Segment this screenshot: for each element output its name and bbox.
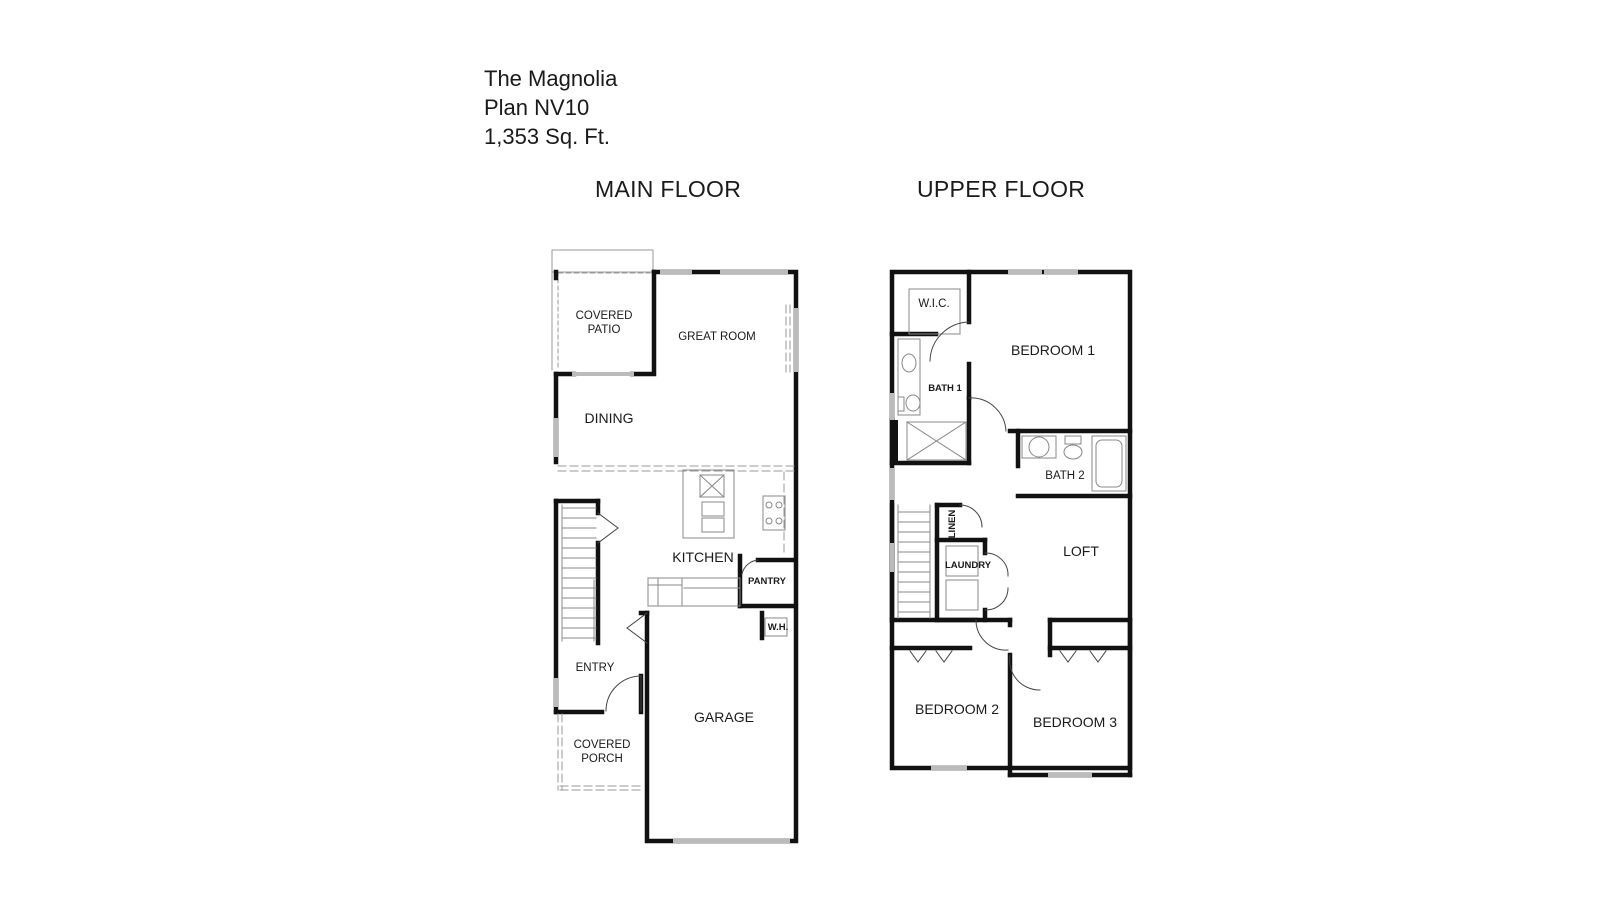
main-floor-doors	[597, 512, 759, 712]
bedroom-2-label: BEDROOM 2	[915, 701, 999, 717]
main-floor-labels: COVERED PATIO GREAT ROOM DINING KITCHEN …	[574, 310, 789, 765]
water-heater-label: W.H.	[768, 622, 789, 633]
upper-floor-fixtures	[897, 288, 1127, 619]
garage-label: GARAGE	[694, 709, 754, 725]
upper-floor-windows	[890, 270, 1092, 777]
main-floor-windows	[554, 270, 798, 843]
plan-name: The Magnolia	[484, 66, 618, 91]
pantry-label: PANTRY	[748, 576, 787, 587]
bedroom-3-label: BEDROOM 3	[1033, 714, 1117, 730]
plan-header: The Magnolia Plan NV10 1,353 Sq. Ft.	[484, 64, 617, 151]
covered-porch-label-1: COVERED	[574, 739, 631, 751]
plan-code: Plan NV10	[484, 95, 590, 120]
kitchen-island	[647, 469, 788, 637]
dining-label: DINING	[585, 410, 634, 426]
main-floor-plan: COVERED PATIO GREAT ROOM DINING KITCHEN …	[551, 249, 799, 844]
upper-floor-doors	[909, 321, 1107, 691]
bath-1-label: BATH 1	[928, 383, 962, 394]
loft-label: LOFT	[1063, 543, 1099, 559]
main-floor-title: MAIN FLOOR	[595, 176, 742, 202]
covered-patio-label-1: COVERED	[576, 310, 633, 322]
upper-floor-plan: W.I.C. BEDROOM 1 BATH 1 BATH 2 LINEN LAU…	[889, 269, 1133, 778]
bedroom-1-label: BEDROOM 1	[1011, 342, 1095, 358]
covered-porch-label-2: PORCH	[581, 753, 623, 765]
upper-floor-title: UPPER FLOOR	[917, 176, 1086, 202]
kitchen-label: KITCHEN	[672, 549, 733, 565]
great-room-label: GREAT ROOM	[678, 331, 756, 343]
covered-patio-label-2: PATIO	[588, 324, 621, 336]
main-floor-dashed-lines	[557, 304, 795, 791]
entry-label: ENTRY	[576, 662, 615, 674]
bath-2-label: BATH 2	[1045, 470, 1084, 482]
main-stairs	[561, 504, 597, 642]
upper-floor-labels: W.I.C. BEDROOM 1 BATH 1 BATH 2 LINEN LAU…	[915, 298, 1117, 730]
wic-label: W.I.C.	[918, 298, 949, 310]
plan-square-feet: 1,353 Sq. Ft.	[484, 124, 610, 149]
linen-label: LINEN	[947, 510, 958, 539]
covered-patio-outline	[551, 249, 654, 371]
laundry-label: LAUNDRY	[945, 560, 992, 571]
